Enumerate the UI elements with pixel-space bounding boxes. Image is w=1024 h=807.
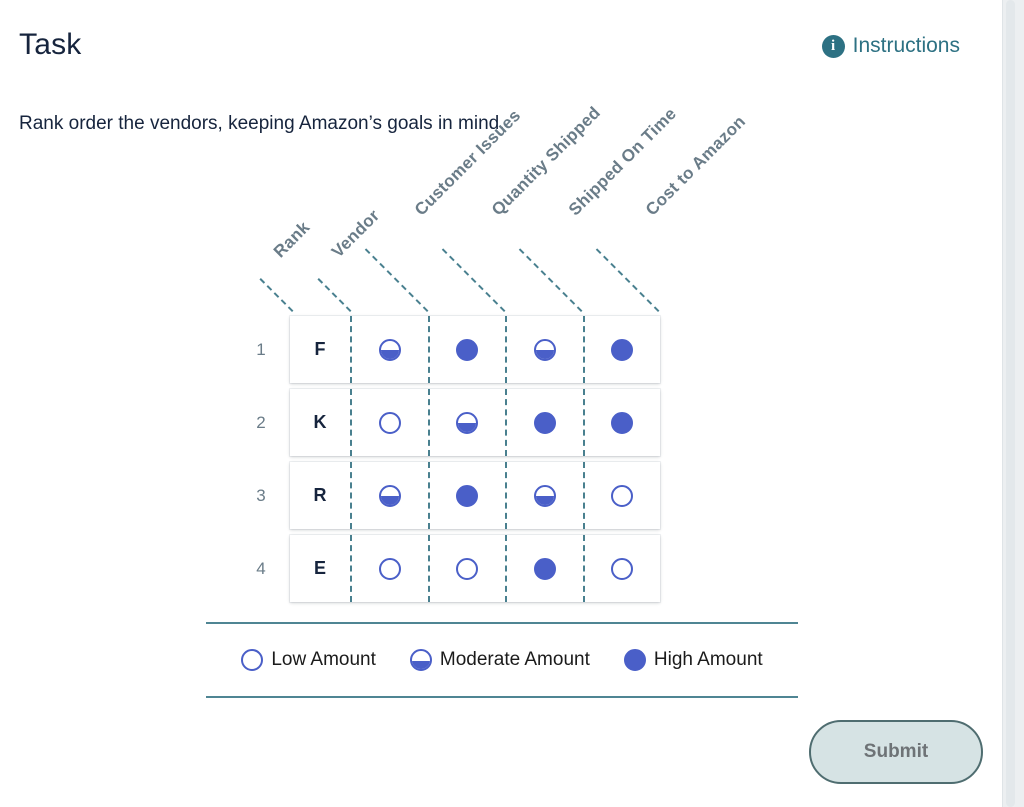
legend-item-label: Moderate Amount — [439, 649, 590, 670]
vendor-row-card[interactable]: K — [290, 389, 660, 456]
amount-high-icon — [533, 557, 556, 580]
vendor-row-card[interactable]: F — [290, 316, 660, 383]
legend-item-label: High Amount — [653, 649, 763, 670]
instructions-button[interactable]: i Instructions — [821, 34, 960, 58]
vendor-row-card[interactable]: E — [290, 535, 660, 602]
metric-cell-quantity-shipped — [427, 316, 506, 383]
page-scrollbar[interactable] — [1002, 0, 1024, 807]
metric-cell-cost-to-amazon — [582, 535, 661, 602]
rank-cell: 3 — [256, 485, 266, 505]
legend-top-rule — [206, 622, 798, 624]
column-leader-line — [518, 248, 583, 312]
amount-moderate-icon — [378, 484, 401, 507]
metric-cell-cost-to-amazon — [582, 389, 661, 456]
metric-cell-shipped-on-time — [505, 389, 583, 456]
amount-moderate-icon — [378, 338, 401, 361]
submit-button[interactable]: Submit — [809, 720, 983, 784]
metric-cell-quantity-shipped — [427, 535, 506, 602]
metric-cell-quantity-shipped — [427, 462, 506, 529]
vendor-cell: K — [313, 412, 327, 432]
legend-low-icon — [241, 649, 264, 671]
metric-cell-cost-to-amazon — [582, 462, 661, 529]
amount-low-icon — [378, 557, 401, 580]
column-leader-line — [259, 278, 294, 312]
rank-cell: 2 — [256, 412, 266, 432]
metric-cell-customer-issues — [350, 389, 428, 456]
amount-moderate-icon — [456, 411, 479, 434]
vendor-cell: R — [313, 485, 327, 505]
metric-cell-quantity-shipped — [427, 389, 506, 456]
rank-cell: 1 — [256, 339, 266, 359]
task-prompt: Rank order the vendors, keeping Amazon’s… — [19, 113, 505, 134]
amount-high-icon — [456, 484, 479, 507]
amount-low-icon — [611, 484, 634, 507]
amount-moderate-icon — [533, 484, 556, 507]
column-leader-line — [441, 248, 506, 312]
info-circle-icon: i — [821, 34, 845, 58]
instructions-label: Instructions — [852, 34, 960, 57]
metric-cell-customer-issues — [350, 316, 428, 383]
metric-cell-shipped-on-time — [505, 462, 583, 529]
scrollbar-thumb[interactable] — [1006, 0, 1015, 807]
column-header-shipped-on-time: Shipped On Time — [564, 104, 681, 220]
legend-item: Low Amount — [241, 649, 376, 671]
column-leader-line — [364, 248, 429, 312]
legend-high-icon — [623, 649, 646, 671]
vendor-cell: E — [313, 558, 326, 578]
column-leader-line — [317, 278, 352, 312]
metric-cell-customer-issues — [350, 462, 428, 529]
amount-high-icon — [611, 338, 634, 361]
amount-high-icon — [456, 338, 479, 361]
page-title: Task — [19, 28, 82, 61]
column-leader-line — [595, 248, 660, 312]
column-header-cost-to-amazon: Cost to Amazon — [641, 111, 750, 220]
legend-item: Moderate Amount — [409, 649, 590, 671]
amount-low-icon — [611, 557, 634, 580]
legend-bottom-rule — [206, 696, 798, 698]
legend-item-list: Low Amount Moderate Amount High Amount — [206, 624, 798, 696]
legend-item-label: Low Amount — [271, 649, 376, 670]
rank-cell: 4 — [256, 558, 266, 578]
metric-cell-customer-issues — [350, 535, 428, 602]
legend: Low Amount Moderate Amount High Amount — [206, 622, 798, 698]
column-header-rank: Rank — [269, 217, 314, 262]
vendor-cell: F — [314, 339, 326, 359]
legend-item: High Amount — [623, 649, 763, 671]
amount-low-icon — [378, 411, 401, 434]
metric-cell-cost-to-amazon — [582, 316, 661, 383]
legend-moderate-icon — [409, 649, 432, 671]
vendor-row-card[interactable]: R — [290, 462, 660, 529]
metric-cell-shipped-on-time — [505, 535, 583, 602]
amount-moderate-icon — [533, 338, 556, 361]
column-header-quantity-shipped: Quantity Shipped — [487, 102, 605, 220]
amount-low-icon — [456, 557, 479, 580]
column-header-vendor: Vendor — [327, 205, 384, 262]
metric-cell-shipped-on-time — [505, 316, 583, 383]
amount-high-icon — [611, 411, 634, 434]
amount-high-icon — [533, 411, 556, 434]
